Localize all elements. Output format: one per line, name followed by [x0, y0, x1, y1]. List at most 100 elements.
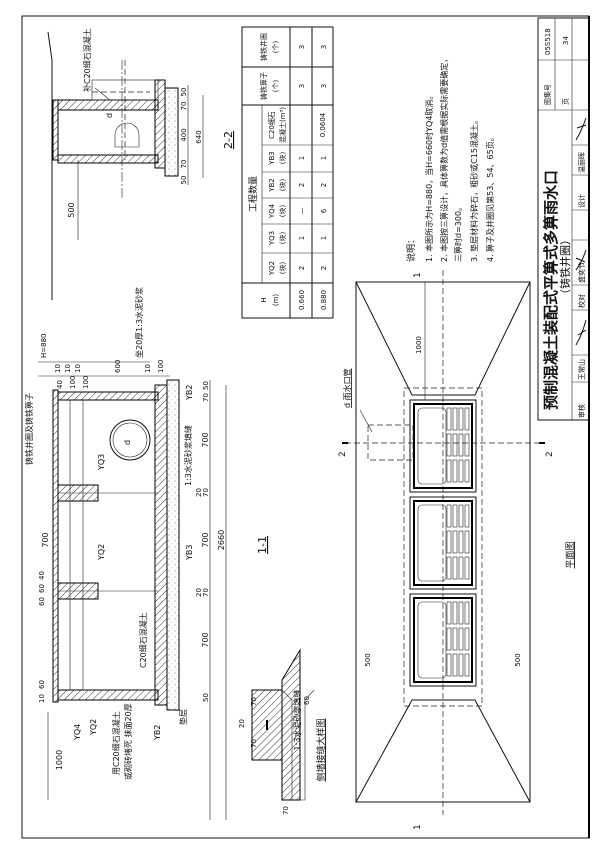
- grate-slot: [446, 504, 452, 528]
- signature-icon: [575, 319, 587, 346]
- dim-label: 500: [514, 653, 522, 666]
- grate-slot: [452, 504, 458, 528]
- cushion-layer: [166, 379, 180, 711]
- detail-callout: 1:3水泥砂浆填缝: [292, 690, 302, 751]
- grate-slot: [464, 504, 470, 528]
- grate-slot: [452, 556, 458, 580]
- dim-label: 40: [56, 380, 64, 389]
- table-cell: —: [298, 208, 306, 215]
- dim-label: 640: [195, 130, 203, 143]
- grate-frame: [52, 99, 59, 161]
- grate-slot: [452, 627, 458, 651]
- callout-plug-2: 或砌砖堵死 抹面20厚: [123, 703, 133, 780]
- title-block: 预制混凝土装配式平箅式多箅雨水口 （铸铁井圈） 图集号 05S518 页 34 …: [537, 17, 590, 421]
- grate-slot: [458, 459, 464, 483]
- dim-label: 500: [67, 202, 76, 217]
- detail-label: 侧墙接缝大样图: [315, 718, 327, 781]
- cushion-layer: [164, 87, 179, 177]
- dim-label: 2660: [217, 530, 226, 550]
- table-cell: 3: [320, 84, 328, 88]
- table-header-cell: (块): [278, 205, 287, 218]
- table-header-cell: YB3: [268, 151, 276, 166]
- table-cell: 1: [320, 236, 328, 240]
- table-header-cell: 混凝土(m³): [278, 107, 287, 143]
- plan-label: 平面图: [565, 541, 576, 568]
- section-2-2: 500 d 50 70 400 70 50 640 2-2 补C20细石混凝土: [47, 28, 235, 300]
- table-cell: 3: [320, 45, 328, 49]
- signature-icon: [575, 117, 587, 141]
- table-cell: 1: [320, 156, 328, 160]
- dim-label: 600: [114, 360, 122, 373]
- dim-label: d: [105, 113, 114, 118]
- grate-slot: [458, 407, 464, 431]
- table-cell: 0.0604: [319, 112, 327, 137]
- dim-label: 1000: [415, 336, 423, 354]
- dim-label: 100: [82, 376, 90, 389]
- dim-label: 10: [64, 364, 72, 373]
- grate-slot: [464, 556, 470, 580]
- dim-label: 70: [202, 393, 210, 402]
- end-wall-yq2: [57, 689, 159, 701]
- table-cell: 2: [320, 266, 328, 270]
- dim-label: 20: [195, 488, 203, 497]
- grate-slot: [458, 433, 464, 457]
- dim-label: 50: [180, 176, 188, 185]
- dim-label: 60: [38, 597, 46, 606]
- table-cell: 0.660: [298, 290, 306, 310]
- table-cell: 0.880: [320, 290, 328, 310]
- page-number: 34: [562, 36, 570, 45]
- cut-mark-2: 2: [545, 451, 555, 457]
- check-label: 校对: [577, 294, 586, 308]
- review-label: 审核: [577, 404, 586, 418]
- table-header-cell: YQ3: [268, 231, 276, 246]
- checker-name: 盛奕节: [577, 262, 586, 283]
- table-cell: 3: [298, 45, 306, 49]
- callout-c20-fill: C20细石混凝土: [138, 612, 148, 668]
- part-label-yb2: YB2: [185, 385, 194, 401]
- dim-label: 700: [201, 432, 210, 447]
- callout-grate: 铸铁井圈及铸铁箅子: [24, 393, 34, 465]
- pipe-label: d 雨水口管: [342, 368, 352, 408]
- section-1-1: H=880 10 10 10 600 10 100 40 100 100 700…: [24, 287, 269, 820]
- callout-mortar-bed: 坐20厚1:3水泥砂浆: [134, 287, 144, 358]
- part-label-yb2: YB2: [153, 725, 162, 741]
- sheet-frame: [21, 15, 590, 839]
- atlas-number: 05S518: [544, 28, 552, 55]
- base-slab: [154, 384, 168, 706]
- dim-label: 70: [180, 102, 188, 111]
- grate-slot: [446, 530, 452, 554]
- dim-label: 10: [144, 364, 152, 373]
- grate: [409, 496, 477, 590]
- table-header-cell: (块): [278, 262, 287, 275]
- part-label-yb3: YB3: [185, 545, 194, 561]
- drawing-subtitle: （铸铁井圈）: [558, 234, 572, 300]
- section-2-2-label: 2-2: [222, 131, 235, 149]
- dim-label: 70: [202, 588, 210, 597]
- ground-line: [47, 31, 53, 300]
- dim-label: 100: [69, 376, 77, 389]
- table-header-cell: YB2: [268, 178, 276, 193]
- atlas-label: 图集号: [543, 84, 552, 105]
- grate-slot: [446, 433, 452, 457]
- section-1-1-label: 1-1: [256, 536, 269, 554]
- dim-label: 10: [54, 364, 62, 373]
- grate-slot: [464, 601, 470, 625]
- dim-label: 60: [303, 696, 311, 705]
- grate: [409, 399, 477, 493]
- table-header-cell: (块): [278, 232, 287, 245]
- callout-plug: 用C20细石混凝土: [111, 711, 121, 775]
- dim-label: 10: [74, 364, 82, 373]
- dim-label: 1000: [55, 750, 64, 770]
- dim-label: 700: [201, 632, 210, 647]
- grate-slot: [452, 530, 458, 554]
- callout-c20: 补C20细石混凝土: [82, 28, 92, 92]
- grate-slot: [446, 627, 452, 651]
- grate-slot: [446, 601, 452, 625]
- cut-mark-1: 1: [413, 272, 423, 278]
- grate-slot: [452, 653, 458, 677]
- table-cell: 2: [320, 183, 328, 187]
- dim-label: 70: [250, 739, 258, 748]
- table-header-cell: (块): [278, 179, 287, 192]
- dim-label: 50: [202, 693, 210, 702]
